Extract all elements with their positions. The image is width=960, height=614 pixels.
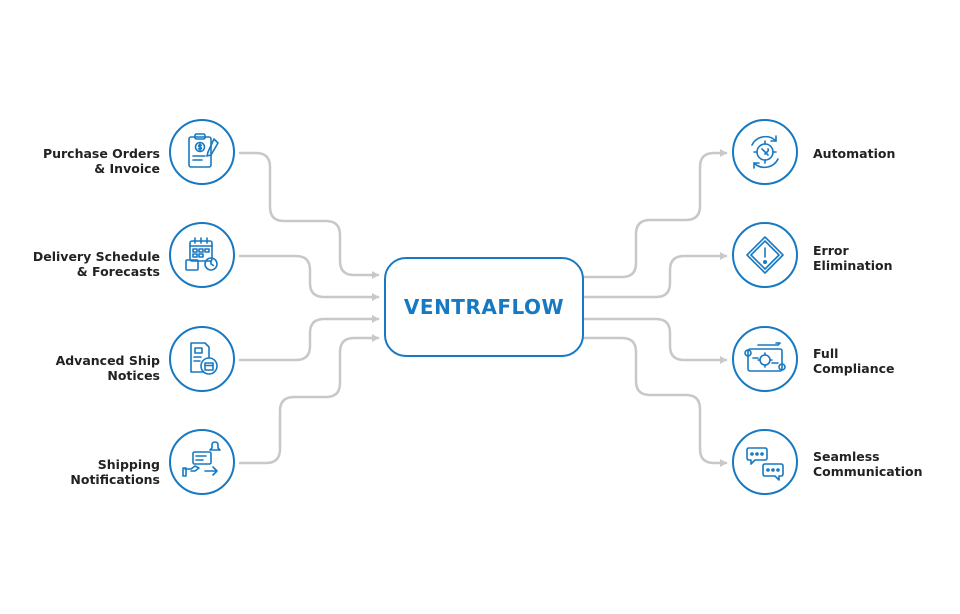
label-line: Error — [813, 243, 849, 258]
label-line: Delivery Schedule — [32, 249, 160, 264]
label-line: Notices — [107, 368, 160, 383]
automation-node — [732, 119, 798, 185]
error-elimination-node — [732, 222, 798, 288]
connector-error-elimination — [582, 252, 728, 299]
seamless-communication-node — [732, 429, 798, 495]
chat-bubbles-icon — [746, 447, 784, 481]
label-line: Communication — [813, 464, 923, 479]
label-line: Compliance — [813, 361, 895, 376]
label-advanced-ship: Advanced Ship Notices — [10, 353, 160, 383]
label-line: Automation — [813, 146, 896, 161]
full-compliance-node — [732, 326, 798, 392]
connector-delivery-schedule — [238, 254, 380, 301]
label-line: Elimination — [813, 258, 893, 273]
connector-purchase-orders — [238, 151, 380, 279]
calendar-clock-icon — [185, 237, 218, 271]
delivery-schedule-node — [169, 222, 235, 288]
label-line: Notifications — [70, 472, 160, 487]
connector-seamless-communication — [582, 336, 728, 467]
label-line: Full — [813, 346, 839, 361]
label-shipping-notifications: Shipping Notifications — [10, 457, 160, 487]
label-line: & Forecasts — [76, 264, 160, 279]
blueprint-gear-icon — [744, 342, 786, 372]
shipping-notifications-node — [169, 429, 235, 495]
connector-advanced-ship — [238, 315, 380, 362]
connector-automation — [582, 149, 728, 279]
hub-title: VENTRAFLOW — [403, 295, 565, 319]
connector-shipping-notifications — [238, 334, 380, 465]
warning-diamond-icon — [746, 236, 784, 274]
ventraflow-hub: VENTRAFLOW — [384, 257, 584, 357]
label-full-compliance: Full Compliance — [813, 346, 953, 376]
advanced-ship-node — [169, 326, 235, 392]
label-line: & Invoice — [94, 161, 160, 176]
label-seamless-communication: Seamless Communication — [813, 449, 953, 479]
purchase-orders-node — [169, 119, 235, 185]
label-delivery-schedule: Delivery Schedule & Forecasts — [10, 249, 160, 279]
label-automation: Automation — [813, 146, 953, 161]
clipboard-dollar-icon — [188, 133, 219, 168]
label-line: Purchase Orders — [42, 146, 160, 161]
connector-full-compliance — [582, 317, 728, 364]
label-purchase-orders: Purchase Orders & Invoice — [10, 146, 160, 176]
label-line: Advanced Ship — [55, 353, 160, 368]
document-box-icon — [190, 342, 218, 375]
label-line: Seamless — [813, 449, 880, 464]
label-error-elimination: Error Elimination — [813, 243, 953, 273]
notification-handshake-icon — [182, 441, 221, 477]
gear-cycle-icon — [751, 135, 779, 169]
label-line: Shipping — [97, 457, 160, 472]
